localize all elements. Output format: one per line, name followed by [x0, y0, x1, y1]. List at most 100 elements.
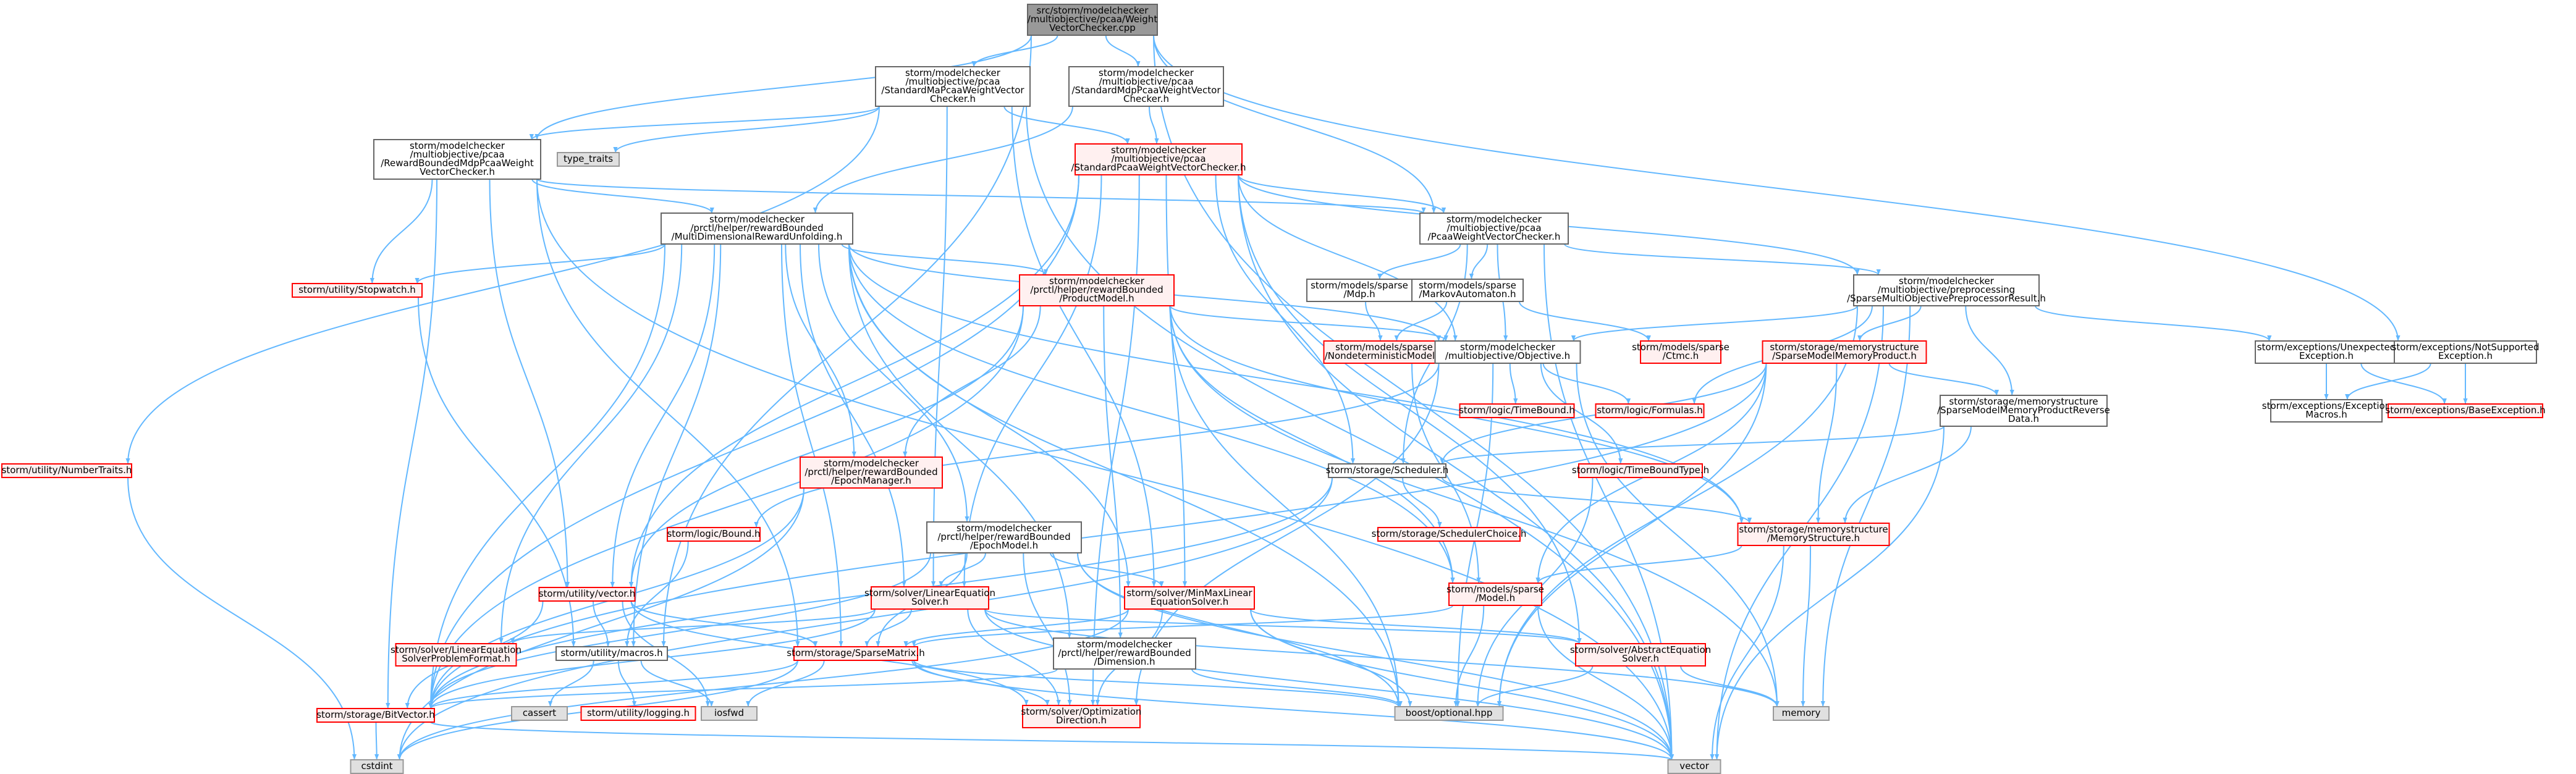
graph-node-epochmgr[interactable]: storm/modelchecker/prctl/helper/rewardBo…: [800, 456, 943, 489]
graph-node-boostopt[interactable]: boost/optional.hpp: [1394, 706, 1504, 721]
node-label-line: storm/models/sparse: [1446, 584, 1544, 595]
graph-edge: [1170, 305, 1448, 342]
graph-node-logging[interactable]: storm/utility/logging.h: [580, 706, 696, 721]
graph-node-cassert[interactable]: cassert: [511, 706, 568, 721]
graph-edge: [547, 660, 594, 707]
graph-edge: [628, 305, 1024, 588]
graph-node-schedchoice[interactable]: storm/storage/SchedulerChoice.h: [1372, 527, 1527, 542]
node-label-line: storm/storage/memorystructure: [1739, 524, 1888, 535]
graph-node-rb-mdp[interactable]: storm/modelchecker/multiobjective/pcaa/R…: [373, 139, 541, 180]
graph-node-smpr[interactable]: storm/modelchecker/multiobjective/prepro…: [1847, 274, 2046, 306]
graph-edge: [428, 668, 1058, 709]
graph-edge: [125, 106, 880, 465]
graph-edge: [1215, 174, 1356, 465]
graph-edge: [428, 305, 1024, 709]
graph-node-lespf[interactable]: storm/solver/LinearEquationSolverProblem…: [391, 643, 522, 667]
graph-node-type-traits[interactable]: type_traits: [557, 152, 620, 167]
graph-node-objective[interactable]: storm/modelchecker/multiobjective/Object…: [1434, 340, 1581, 364]
node-box: [373, 139, 541, 180]
graph-node-timebound[interactable]: storm/logic/TimeBound.h: [1459, 403, 1575, 418]
graph-node-std-mdp[interactable]: storm/modelchecker/multiobjective/pcaa/S…: [1068, 66, 1224, 107]
graph-node-std-pcaa[interactable]: storm/modelchecker/multiobjective/pcaa/S…: [1071, 143, 1246, 175]
graph-node-markov[interactable]: storm/models/sparse/MarkovAutomaton.h: [1411, 279, 1524, 302]
graph-node-sparsematrix[interactable]: storm/storage/SparseMatrix.h: [787, 646, 925, 661]
graph-node-vector-h[interactable]: storm/utility/vector.h: [538, 587, 636, 602]
graph-node-memstruct[interactable]: storm/storage/memorystructure/MemoryStru…: [1737, 523, 1890, 546]
node-label-line: /Dimension.h: [1094, 656, 1155, 667]
graph-edge: [2360, 363, 2447, 405]
node-box: [1075, 143, 1243, 175]
graph-node-model-h[interactable]: storm/models/sparse/Model.h: [1446, 583, 1544, 606]
graph-node-iosfwd[interactable]: iosfwd: [701, 706, 758, 721]
node-box: [1853, 274, 2040, 306]
node-label-line: storm/solver/Optimization: [1021, 706, 1142, 717]
graph-node-smmprd[interactable]: storm/storage/memorystructure/SparseMode…: [1937, 395, 2110, 427]
graph-node-productmodel[interactable]: storm/modelchecker/prctl/helper/rewardBo…: [1019, 274, 1175, 306]
graph-node-memory[interactable]: memory: [1773, 706, 1830, 721]
graph-node-mdru[interactable]: storm/modelchecker/prctl/helper/rewardBo…: [661, 212, 853, 245]
node-label-line: storm/storage/SparseMatrix.h: [787, 647, 924, 658]
node-label-line: Solver.h: [911, 596, 948, 607]
graph-edge: [1394, 301, 1448, 342]
graph-node-macros[interactable]: storm/utility/macros.h: [555, 646, 668, 661]
node-label-line: memory: [1782, 707, 1821, 718]
node-label-line: storm/models/sparse: [1311, 280, 1408, 291]
graph-edge: [428, 552, 931, 709]
graph-node-vector[interactable]: vector: [1667, 759, 1721, 774]
node-label-line: storm/modelchecker: [1049, 276, 1145, 287]
graph-edge: [1888, 363, 2000, 396]
graph-node-cstdint[interactable]: cstdint: [350, 759, 404, 774]
graph-node-formulas[interactable]: storm/logic/Formulas.h: [1595, 403, 1705, 418]
node-label-line: /ProductModel.h: [1059, 293, 1134, 304]
graph-node-bound[interactable]: storm/logic/Bound.h: [667, 527, 761, 542]
graph-edge: [2345, 363, 2431, 400]
graph-node-mdp[interactable]: storm/models/sparse/Mdp.h: [1306, 279, 1413, 302]
graph-node-bitvector[interactable]: storm/storage/BitVector.h: [316, 708, 435, 723]
node-label-line: /multiobjective/pcaa/Weight: [1028, 14, 1158, 25]
node-box: [1328, 463, 1446, 478]
graph-edge: [428, 363, 1767, 709]
node-label-line: storm/modelchecker: [1111, 145, 1207, 156]
node-label-line: storm/modelchecker: [709, 214, 805, 225]
graph-node-smmp[interactable]: storm/storage/memorystructure/SparseMode…: [1762, 340, 1927, 364]
graph-edge: [127, 477, 357, 760]
graph-edge: [613, 106, 880, 153]
node-label-line: Solver.h: [1622, 653, 1659, 664]
graph-node-nondet[interactable]: storm/models/sparse/NondeterministicMode…: [1323, 340, 1445, 364]
node-label-line: /SparseModelMemoryProduct.h: [1772, 350, 1917, 361]
graph-node-scheduler[interactable]: storm/storage/Scheduler.h: [1326, 463, 1448, 478]
node-label-line: Checker.h: [930, 93, 976, 104]
graph-edge: [661, 35, 1032, 647]
node-label-line: /prctl/helper/rewardBounded: [937, 531, 1070, 542]
node-label-line: EquationSolver.h: [1151, 596, 1228, 607]
graph-node-tbtype[interactable]: storm/logic/TimeBoundType.h: [1572, 463, 1709, 478]
node-box: [1, 463, 132, 478]
graph-node-epochmodel[interactable]: storm/modelchecker/prctl/helper/rewardBo…: [926, 521, 1082, 553]
graph-node-dimension[interactable]: storm/modelchecker/prctl/helper/rewardBo…: [1053, 637, 1196, 670]
graph-node-numtraits[interactable]: storm/utility/NumberTraits.h: [1, 463, 132, 478]
graph-edge: [984, 608, 1582, 644]
graph-node-pcaa-wvc[interactable]: storm/modelchecker/multiobjective/pcaa/P…: [1419, 212, 1569, 245]
node-label-line: storm/modelchecker: [956, 523, 1052, 534]
graph-node-stopwatch[interactable]: storm/utility/Stopwatch.h: [292, 283, 423, 298]
graph-node-minmax[interactable]: storm/solver/MinMaxLinearEquationSolver.…: [1124, 586, 1255, 610]
node-label-line: storm/logic/Formulas.h: [1597, 405, 1703, 416]
node-label-line: storm/storage/memorystructure: [1770, 342, 1919, 353]
graph-node-baseexc[interactable]: storm/exceptions/BaseException.h: [2385, 403, 2546, 418]
node-box: [800, 456, 943, 489]
graph-edge: [536, 179, 800, 647]
graph-node-ctmc[interactable]: storm/models/sparse/Ctmc.h: [1632, 340, 1729, 364]
graph-node-std-ma[interactable]: storm/modelchecker/multiobjective/pcaa/S…: [875, 66, 1031, 107]
graph-edge: [631, 243, 722, 647]
node-label-line: /Mdp.h: [1343, 288, 1375, 300]
node-box: [316, 708, 435, 723]
graph-edge: [1149, 106, 1159, 145]
graph-edge: [903, 305, 1041, 458]
graph-node-root[interactable]: src/storm/modelchecker/multiobjective/pc…: [1027, 4, 1158, 36]
